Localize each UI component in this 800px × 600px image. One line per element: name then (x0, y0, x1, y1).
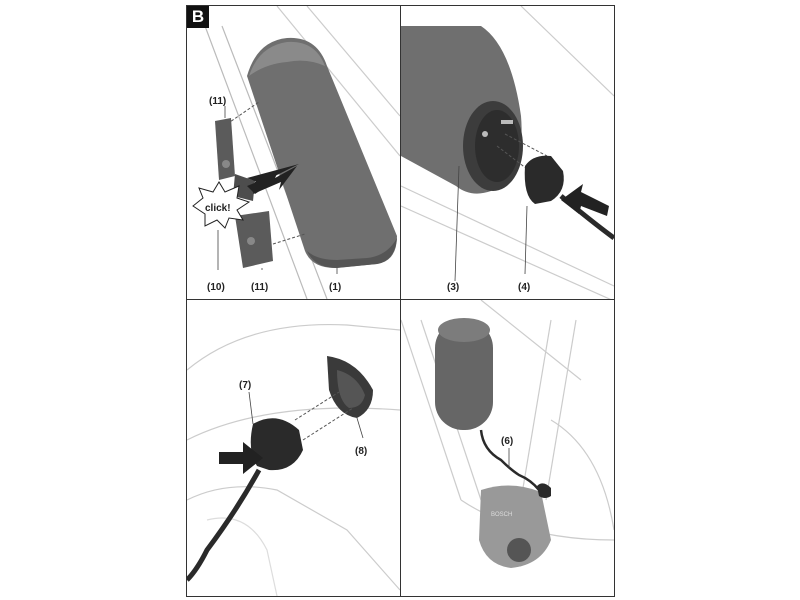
socket-cover (327, 356, 373, 418)
mount-holder-bottom (235, 211, 273, 268)
label-plug: (7) (239, 380, 251, 391)
battery-pack (435, 318, 493, 430)
panel-frame-charging-socket: (7) (8) (186, 299, 401, 597)
click-burst: click! (192, 181, 251, 229)
label-mount-top: (11) (209, 96, 226, 107)
svg-text:BOSCH: BOSCH (491, 512, 512, 518)
figure-badge: B (187, 6, 209, 28)
label-lock: (10) (207, 282, 225, 293)
push-arrow (561, 184, 609, 216)
panel-1-illustration: click! (11) (10) (11) (1) (192, 6, 400, 299)
panel-battery-mounting: click! (11) (10) (11) (1) (186, 5, 401, 300)
charging-cable (479, 429, 540, 491)
panel-bike-overview: BOSCH (6) (400, 299, 615, 597)
battery-pack (247, 37, 397, 268)
panel-3-illustration: (7) (8) (187, 323, 400, 596)
panel-2-illustration: (3) (4) (401, 6, 614, 299)
label-plug: (4) (518, 282, 530, 293)
charger-plug (187, 418, 303, 582)
label-socket-cover: (8) (355, 446, 367, 457)
battery-pack (401, 26, 523, 194)
click-label: click! (205, 203, 231, 214)
mount-holder-top (215, 118, 255, 201)
panel-4-illustration: BOSCH (6) (401, 300, 614, 568)
label-mount-bottom: (11) (251, 282, 268, 293)
label-battery: (1) (329, 282, 341, 293)
push-arrow (219, 442, 263, 474)
label-cable: (6) (501, 436, 513, 447)
label-socket: (3) (447, 282, 459, 293)
panel-battery-charging-socket: (3) (4) (400, 5, 615, 300)
drive-unit: BOSCH (479, 485, 551, 568)
